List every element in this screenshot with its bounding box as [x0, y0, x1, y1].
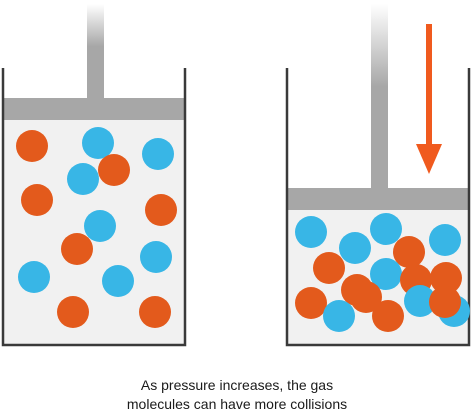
orange-molecule	[57, 296, 89, 328]
orange-molecule	[313, 252, 345, 284]
blue-molecule	[339, 232, 371, 264]
caption-line-2: molecules can have more collisions	[126, 396, 348, 412]
orange-molecule	[139, 296, 171, 328]
orange-molecule	[61, 233, 93, 265]
down-arrow-icon	[416, 24, 442, 174]
piston-plate-right	[288, 188, 468, 210]
container-high-pressure	[285, 4, 471, 347]
piston-rod-right	[371, 4, 388, 188]
blue-molecule	[142, 138, 174, 170]
blue-molecule	[140, 241, 172, 273]
molecules-low-pressure	[16, 127, 177, 328]
blue-molecule	[404, 285, 436, 317]
orange-molecule	[21, 184, 53, 216]
orange-molecule	[350, 281, 382, 313]
piston-plate-left	[4, 98, 184, 120]
blue-molecule	[370, 213, 402, 245]
blue-molecule	[295, 216, 327, 248]
blue-molecule	[323, 300, 355, 332]
orange-molecule	[372, 300, 404, 332]
blue-molecule	[84, 210, 116, 242]
blue-molecule	[18, 261, 50, 293]
blue-molecule	[67, 163, 99, 195]
orange-molecule	[16, 130, 48, 162]
blue-molecule	[102, 265, 134, 297]
container-wall-left	[1, 68, 187, 347]
caption-line-1: As pressure increases, the gas	[140, 377, 334, 393]
container-low-pressure	[1, 4, 187, 347]
orange-molecule	[429, 286, 461, 318]
caption: As pressure increases, the gas molecules…	[0, 376, 474, 414]
blue-molecule	[82, 127, 114, 159]
pressure-diagram	[1, 4, 471, 347]
molecules-high-pressure	[295, 213, 470, 332]
orange-molecule	[98, 154, 130, 186]
piston-rod-left	[87, 4, 104, 98]
orange-molecule	[430, 262, 462, 294]
blue-molecule	[370, 258, 402, 290]
blue-molecule	[429, 224, 461, 256]
container-wall-right	[285, 68, 471, 347]
orange-molecule	[145, 194, 177, 226]
orange-molecule	[393, 236, 425, 268]
orange-molecule	[295, 287, 327, 319]
